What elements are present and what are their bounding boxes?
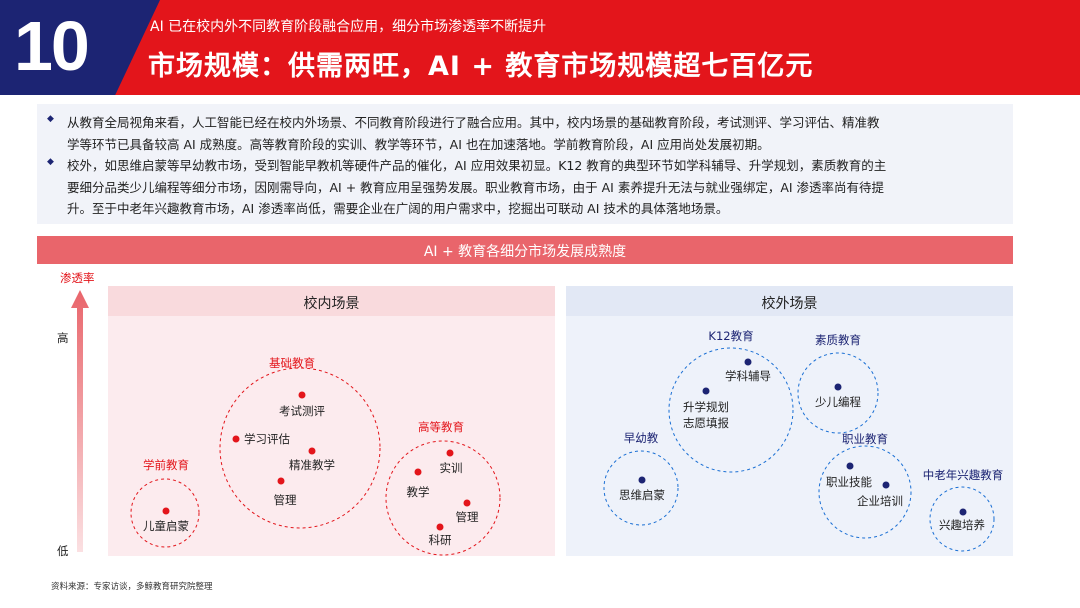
group-senior-interest: 中老年兴趣教育 兴趣培养 [923, 468, 1004, 552]
group-label: 基础教育 [269, 356, 315, 370]
diagram-banner: AI + 教育各细分市场发展成熟度 [37, 236, 1013, 264]
item-label: 管理 [456, 510, 479, 524]
group-label: 素质教育 [815, 333, 861, 347]
group-label: 学前教育 [143, 458, 189, 472]
y-axis-high: 高 [57, 331, 69, 345]
bullet-icon: ◆ [47, 157, 54, 167]
item-label: 精准教学 [289, 458, 335, 472]
item-label: 升学规划 [683, 400, 729, 414]
intro-line: 要细分品类少儿编程等细分市场，因刚需导向，AI + 教育应用呈强势发展。职业教育… [67, 179, 885, 195]
out-school-title: 校外场景 [761, 296, 818, 312]
out-school-panel-header: 校外场景 [566, 286, 1013, 316]
group-label: 高等教育 [418, 420, 464, 434]
item-label: 管理 [274, 493, 297, 507]
diagram-title: AI + 教育各细分市场发展成熟度 [423, 244, 627, 260]
page-number: 10 [14, 7, 90, 85]
bullet-icon: ◆ [47, 114, 54, 124]
out-school-panel [566, 286, 1013, 556]
group-higher-education: 高等教育 实训 教学 管理 科研 [385, 420, 501, 556]
item-label: 志愿填报 [683, 416, 729, 430]
y-axis-low: 低 [57, 544, 69, 558]
group-k12: K12教育 学科辅导 升学规划 志愿填报 [668, 329, 794, 473]
in-school-title: 校内场景 [303, 296, 360, 312]
group-early-childhood: 早幼教 思维启蒙 [603, 431, 679, 526]
header-subtitle: AI 已在校内外不同教育阶段融合应用，细分市场渗透率不断提升 [150, 19, 547, 35]
item-label: 儿童启蒙 [143, 519, 189, 533]
item-label: 职业技能 [826, 475, 872, 489]
item-label: 兴趣培养 [939, 518, 985, 532]
item-label: 科研 [429, 533, 452, 547]
item-label: 学科辅导 [725, 369, 771, 383]
group-preschool: 学前教育 儿童启蒙 [130, 458, 200, 548]
intro-line: 从教育全局视角来看，人工智能已经在校内外场景、不同教育阶段进行了融合应用。其中，… [67, 115, 880, 130]
group-vocational: 职业教育 职业技能 企业培训 [818, 432, 912, 539]
in-school-panel-header: 校内场景 [108, 286, 555, 316]
item-label: 学习评估 [244, 432, 290, 446]
item-label: 实训 [440, 461, 463, 475]
intro-line: 校外，如思维启蒙等早幼教市场，受到智能早教机等硬件产品的催化，AI 应用效果初显… [67, 158, 887, 173]
source-note: 资料来源：专家访谈，多鲸教育研究院整理 [51, 582, 213, 592]
header-background [0, 0, 1080, 95]
group-label: 早幼教 [624, 431, 659, 445]
intro-line: 升。至于中老年兴趣教育市场，AI 渗透率尚低，需要企业在广阔的用户需求中，挖掘出… [67, 201, 729, 216]
group-label: 职业教育 [842, 432, 888, 446]
intro-box: ◆ ◆ 从教育全局视角来看，人工智能已经在校内外场景、不同教育阶段进行了融合应用… [37, 104, 1013, 224]
group-quality-education: 素质教育 少儿编程 [797, 333, 879, 434]
y-axis-arrow-icon [71, 290, 89, 552]
y-axis-label: 渗透率 [60, 271, 95, 285]
group-label: 中老年兴趣教育 [923, 468, 1004, 482]
group-basic-education: 基础教育 考试测评 学习评估 精准教学 管理 [219, 356, 381, 529]
page-title: 市场规模：供需两旺，AI + 教育市场规模超七百亿元 [148, 51, 814, 82]
item-label: 考试测评 [279, 404, 325, 418]
header: 10 AI 已在校内外不同教育阶段融合应用，细分市场渗透率不断提升 市场规模：供… [0, 0, 1080, 95]
group-label: K12教育 [708, 329, 753, 343]
item-label: 企业培训 [857, 494, 903, 508]
item-label: 思维启蒙 [619, 488, 665, 502]
in-school-panel [108, 286, 555, 556]
item-label: 少儿编程 [815, 395, 861, 409]
intro-line: 学等环节已具备较高 AI 成熟度。高等教育阶段的实训、教学等环节，AI 也在加速… [67, 136, 770, 152]
item-label: 教学 [407, 485, 430, 499]
